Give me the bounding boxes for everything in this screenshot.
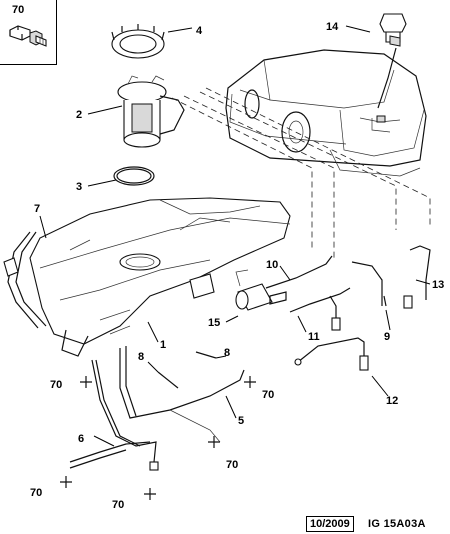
- callout-70d: 70: [30, 487, 42, 499]
- callout-70c: 70: [226, 459, 238, 471]
- part-8-clips: [157, 351, 217, 389]
- screw-icons: [60, 376, 256, 500]
- callout-14: 14: [326, 21, 339, 33]
- callout-70e: 70: [112, 499, 124, 511]
- callout-8b: 8: [224, 347, 230, 359]
- callout-4: 4: [196, 25, 203, 37]
- inset-label: 70: [12, 4, 24, 16]
- callout-11: 11: [308, 331, 320, 343]
- part-4-lock-ring: [111, 24, 165, 59]
- routing-dashed-lines: [171, 87, 431, 258]
- bolt-inset-box: [0, 0, 57, 65]
- callout-7: 7: [34, 203, 40, 215]
- callout-6: 6: [78, 433, 84, 445]
- car-illustration: [225, 49, 427, 177]
- callout-3: 3: [76, 181, 82, 193]
- part-6-strap: [69, 359, 159, 471]
- callout-13: 13: [432, 279, 444, 291]
- callout-9: 9: [384, 331, 390, 343]
- part-7-vent-hose: [3, 231, 47, 329]
- part-1-fuel-tank: [29, 197, 291, 357]
- callout-10: 10: [266, 259, 278, 271]
- callout-70b: 70: [262, 389, 274, 401]
- reference-code: IG 15A03A: [368, 518, 426, 530]
- callout-1: 1: [160, 339, 166, 351]
- bolt-icon: [9, 25, 47, 47]
- part-5-strap: [119, 346, 245, 443]
- part-9-13-pipes: [329, 245, 431, 331]
- callout-5: 5: [238, 415, 244, 427]
- callout-8a: 8: [138, 351, 144, 363]
- part-10-pipe: [235, 255, 333, 289]
- callout-70a: 70: [50, 379, 62, 391]
- callout-12: 12: [386, 395, 398, 407]
- part-15-fuel-filter: [235, 283, 287, 311]
- reference-footer: 10/2009 IG 15A03A: [306, 516, 450, 532]
- part-12-pipe: [294, 337, 369, 371]
- leader-lines: [39, 25, 431, 447]
- callout-15: 15: [208, 317, 220, 329]
- callout-2: 2: [76, 109, 82, 121]
- part-14-filler-neck: [377, 13, 407, 109]
- reference-date: 10/2009: [306, 516, 354, 532]
- part-11-pipe: [289, 287, 351, 313]
- part-3-seal-ring: [113, 166, 155, 186]
- part-2-fuel-pump: [117, 75, 185, 148]
